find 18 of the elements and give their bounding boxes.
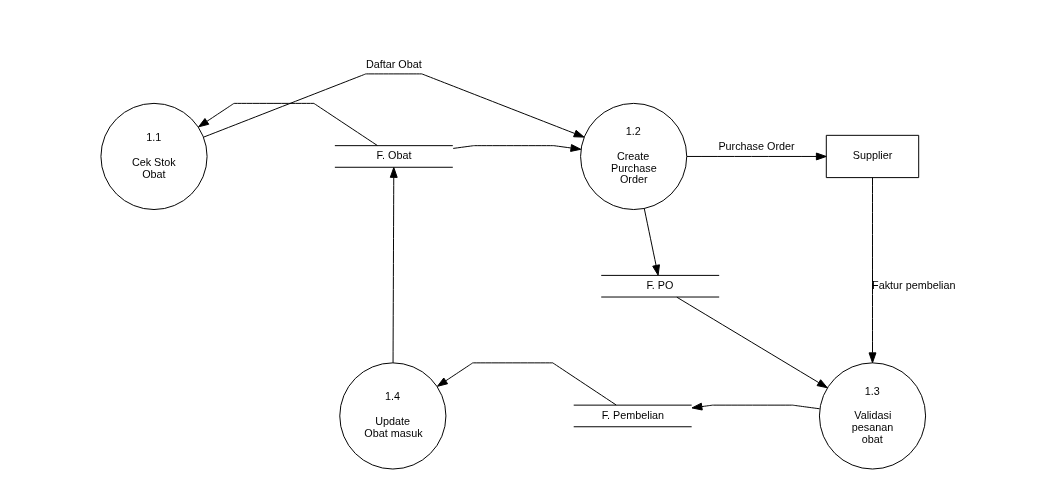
edge-label: Daftar Obat [365, 57, 422, 70]
arrow [868, 177, 877, 364]
arrow [437, 362, 617, 406]
arrow [676, 296, 828, 389]
node-circle: 1.2 Create Purchase Order [580, 102, 688, 211]
node-text: F. Pembelian [601, 408, 665, 421]
arrow [686, 152, 827, 161]
arrow [198, 102, 378, 146]
arrow [203, 73, 585, 138]
node-box: Supplier [825, 134, 920, 179]
arrow [452, 144, 582, 152]
arrow [643, 208, 660, 276]
arrow [389, 167, 398, 364]
arrow [691, 402, 821, 411]
edge-label: Faktur pembelian [872, 278, 956, 291]
node-text: F. Obat [376, 149, 412, 162]
node-text: F. PO [646, 278, 674, 291]
edge-label: Purchase Order [718, 140, 795, 153]
